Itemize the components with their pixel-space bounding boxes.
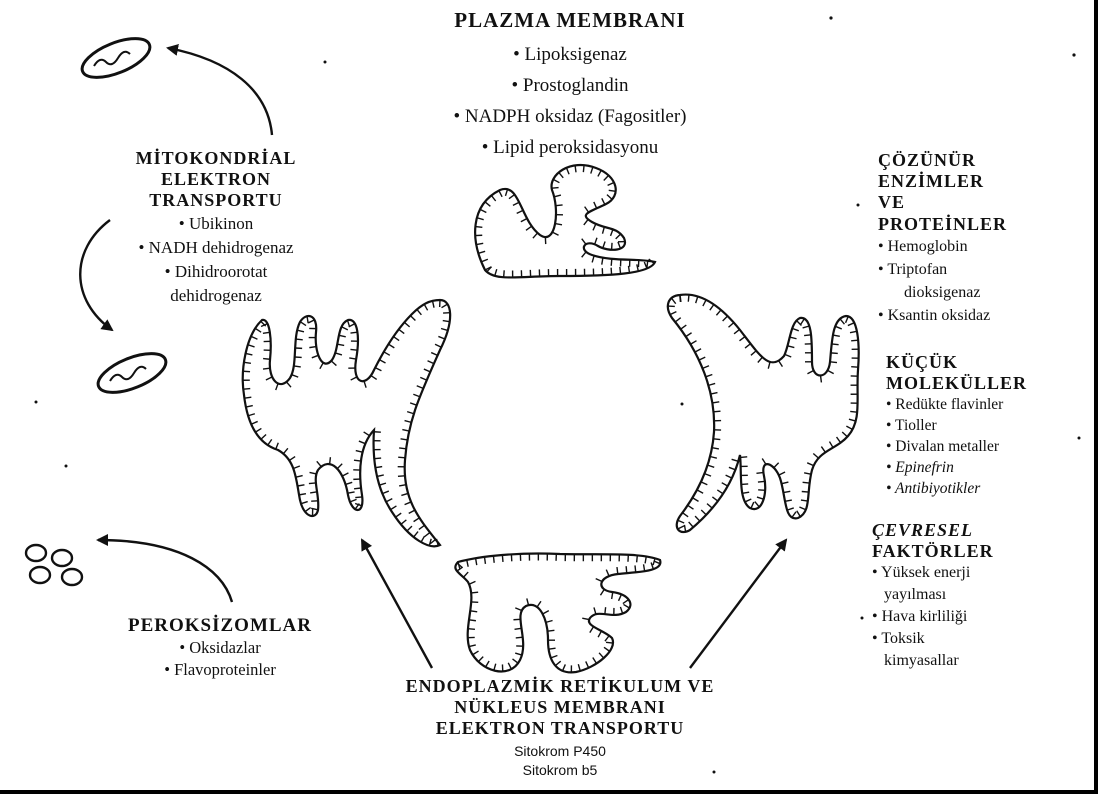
env-item-hava: • Hava kirliliği bbox=[872, 606, 1082, 628]
env-title-line-1: ÇEVRESEL bbox=[872, 520, 1082, 541]
small-item-tioller: • Tioller bbox=[886, 415, 1096, 436]
plasma-item-nadph: • NADPH oksidaz (Fagositler) bbox=[380, 101, 760, 132]
er-title-line-2: NÜKLEUS MEMBRANI bbox=[330, 697, 790, 718]
small-title-line-2: MOLEKÜLLER bbox=[886, 373, 1096, 394]
env-item-yayilmasi: yayılması bbox=[872, 584, 1082, 606]
small-molecules-block: KÜÇÜK MOLEKÜLLER • Redükte flavinler • T… bbox=[886, 352, 1096, 499]
small-item-flavinler: • Redükte flavinler bbox=[886, 394, 1096, 415]
env-title-line-2: FAKTÖRLER bbox=[872, 541, 1082, 562]
mitochondria-block: MİTOKONDRİAL ELEKTRON TRANSPORTU • Ubiki… bbox=[88, 148, 344, 308]
environmental-factors-block: ÇEVRESEL FAKTÖRLER • Yüksek enerji yayıl… bbox=[872, 520, 1082, 672]
perox-item-flavoproteinler: • Flavoproteinler bbox=[90, 659, 350, 681]
soluble-title-line-2: ENZİMLER bbox=[878, 171, 1093, 192]
plasma-item-lipid: • Lipid peroksidasyonu bbox=[380, 132, 760, 163]
small-item-antibiyotikler: • Antibiyotikler bbox=[886, 478, 1096, 499]
mito-title-line-3: TRANSPORTU bbox=[88, 190, 344, 211]
small-item-epinefrin: • Epinefrin bbox=[886, 457, 1096, 478]
er-item-b5: Sitokrom b5 bbox=[330, 761, 790, 780]
arrow-to-top-mitochondrion-icon bbox=[168, 48, 272, 135]
er-item-p450: Sitokrom P450 bbox=[330, 742, 790, 761]
plasma-item-lipoksigenaz: • Lipoksigenaz bbox=[380, 39, 760, 70]
peroxisomes-block: PEROKSİZOMLAR • Oksidazlar • Flavoprotei… bbox=[90, 615, 350, 681]
plasma-item-prostoglandin: • Prostoglandin bbox=[380, 70, 760, 101]
soluble-title-line-4: PROTEİNLER bbox=[878, 214, 1093, 235]
membrane-top bbox=[475, 165, 655, 277]
er-title-line-1: ENDOPLAZMİK RETİKULUM VE bbox=[330, 676, 790, 697]
membrane-bottom bbox=[455, 553, 660, 672]
mitochondrion-bottom-icon bbox=[93, 346, 171, 401]
membrane-left bbox=[243, 300, 450, 546]
perox-item-oksidazlar: • Oksidazlar bbox=[90, 637, 350, 659]
mitochondrion-top-icon bbox=[77, 31, 155, 86]
mito-item-dihidroorotat: • Dihidroorotat bbox=[88, 260, 344, 284]
membrane-right bbox=[668, 295, 859, 532]
small-title-line-1: KÜÇÜK bbox=[886, 352, 1096, 373]
mito-title-line-2: ELEKTRON bbox=[88, 169, 344, 190]
soluble-item-hemoglobin: • Hemoglobin bbox=[878, 235, 1093, 258]
peroxisomes-title: PEROKSİZOMLAR bbox=[90, 615, 350, 637]
arrow-er-right-icon bbox=[690, 540, 786, 668]
arrow-to-peroxisomes-icon bbox=[98, 540, 232, 602]
mito-item-nadh: • NADH dehidrogenaz bbox=[88, 236, 344, 260]
small-item-metaller: • Divalan metaller bbox=[886, 436, 1096, 457]
soluble-item-dioksigenaz: dioksigenaz bbox=[878, 281, 1093, 304]
arrow-er-left-icon bbox=[362, 540, 432, 668]
plasma-membrane-block: PLAZMA MEMBRANI • Lipoksigenaz • Prostog… bbox=[380, 8, 760, 163]
mito-item-dehidrogenaz: dehidrogenaz bbox=[88, 284, 344, 308]
er-block: ENDOPLAZMİK RETİKULUM VE NÜKLEUS MEMBRAN… bbox=[330, 676, 790, 780]
soluble-enzymes-block: ÇÖZÜNÜR ENZİMLER VE PROTEİNLER • Hemoglo… bbox=[878, 150, 1093, 327]
soluble-item-triptofan: • Triptofan bbox=[878, 258, 1093, 281]
peroxisome-icon bbox=[26, 545, 82, 585]
soluble-title-line-3: VE bbox=[878, 192, 1093, 213]
er-title-line-3: ELEKTRON TRANSPORTU bbox=[330, 718, 790, 739]
env-item-toksik: • Toksik bbox=[872, 628, 1082, 650]
mito-item-ubikinon: • Ubikinon bbox=[88, 212, 344, 236]
env-item-kimyasallar: kimyasallar bbox=[872, 650, 1082, 672]
soluble-title-line-1: ÇÖZÜNÜR bbox=[878, 150, 1093, 171]
plasma-membrane-title: PLAZMA MEMBRANI bbox=[380, 8, 760, 33]
soluble-item-ksantin: • Ksantin oksidaz bbox=[878, 304, 1093, 327]
env-item-yuksek: • Yüksek enerji bbox=[872, 562, 1082, 584]
mito-title-line-1: MİTOKONDRİAL bbox=[88, 148, 344, 169]
